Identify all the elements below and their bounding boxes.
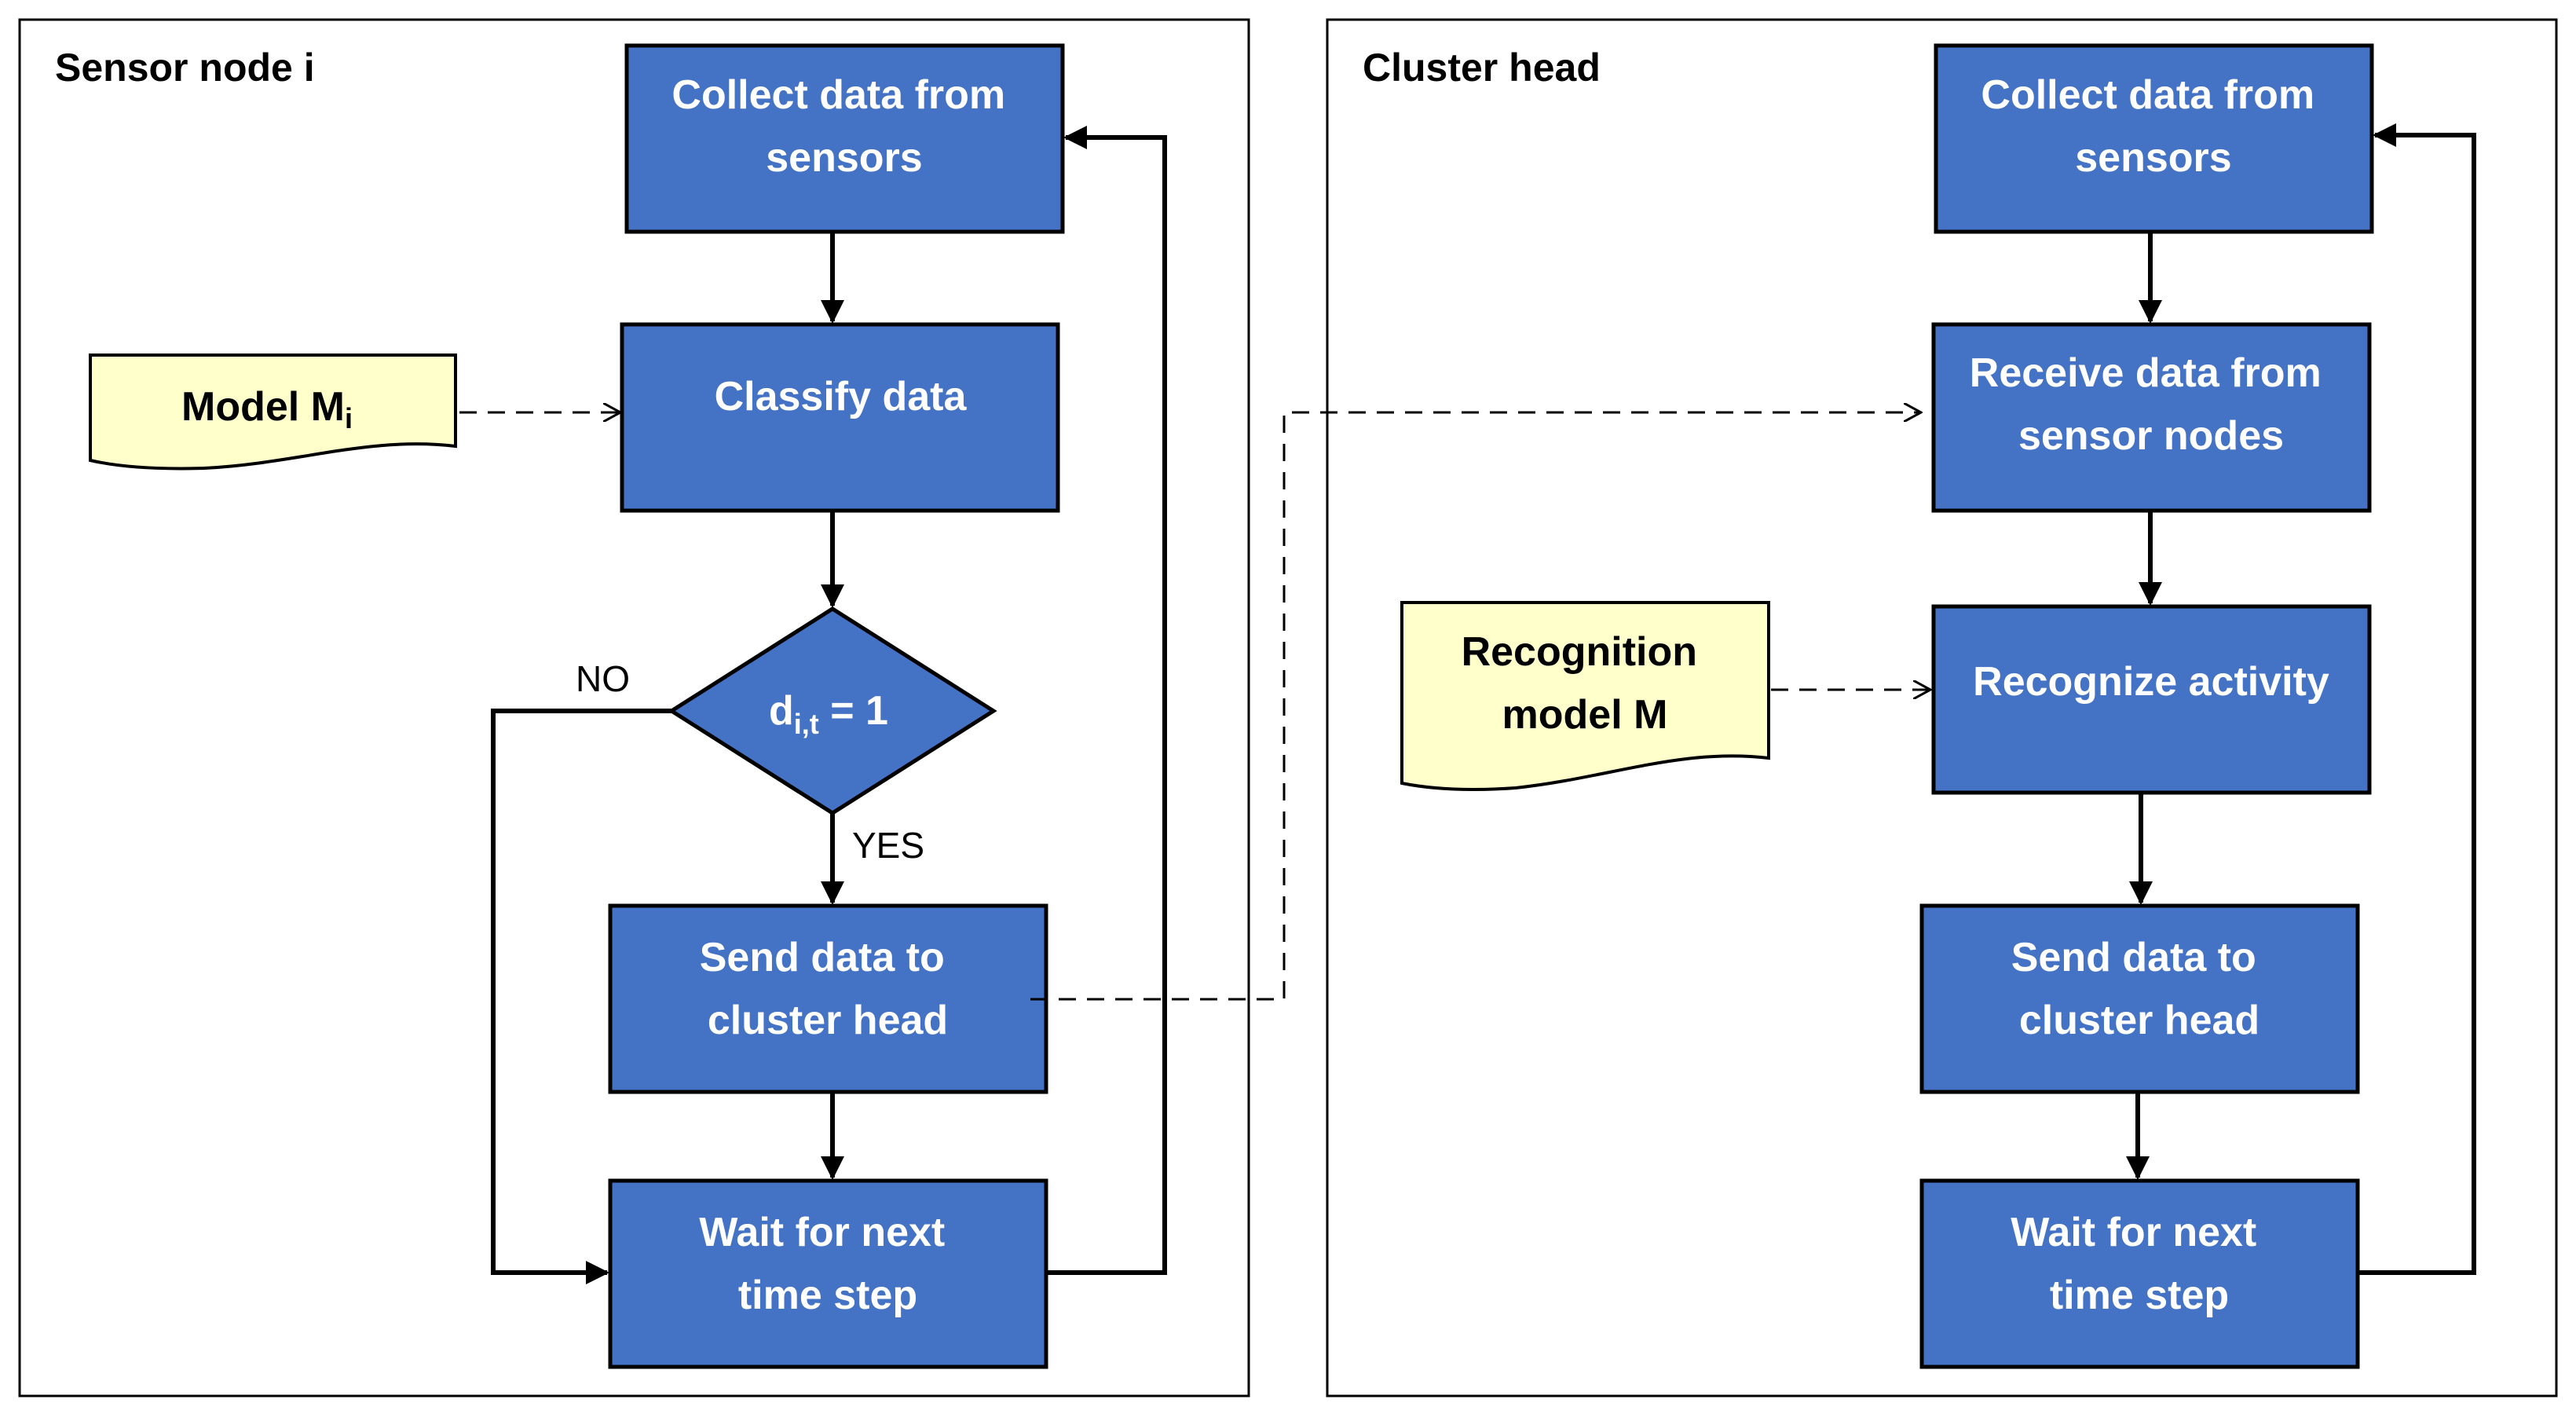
svg-text:Wait for next time ste: Wait for next time step: [2011, 1210, 2267, 1318]
cluster-send-data-line-1: Send data to: [2011, 935, 2256, 980]
svg-text:Recognition model M: Recognition model M: [1462, 629, 1709, 738]
svg-text:Recognize activity: Recognize activity: [1973, 659, 2329, 705]
sensor-wait-line-1: Wait for next: [699, 1210, 945, 1255]
svg-text:Send data to cluster h: Send data to cluster head: [2011, 935, 2267, 1043]
sensor-collect-data-box: Collect data from sensors: [624, 43, 1065, 234]
sensor-node-panel-frame: [18, 18, 1250, 1398]
recognize-activity-box: Recognize activity: [1931, 604, 2372, 795]
receive-data-line-1: Receive data from: [1970, 350, 2322, 396]
cluster-wait-line-2: time step: [2050, 1273, 2229, 1318]
sensor-wait-box: Wait for next time step: [608, 1178, 1048, 1369]
svg-text:Collect data from sens: Collect data from sensors: [1981, 72, 2325, 181]
sensor-send-data-line-2: cluster head: [708, 998, 948, 1043]
recognition-model-line-2: model M: [1502, 692, 1668, 738]
cluster-collect-data-line-2: sensors: [2075, 135, 2231, 181]
sensor-node-panel-title: Sensor node i: [55, 46, 315, 90]
sensor-send-data-line-1: Send data to: [700, 935, 945, 980]
svg-text:Wait for next time ste: Wait for next time step: [699, 1210, 956, 1318]
sensor-collect-data-line-1: Collect data from: [671, 72, 1005, 118]
cluster-collect-data-box: Collect data from sensors: [1934, 43, 2374, 234]
no-branch-label: NO: [576, 658, 630, 699]
cluster-collect-data-line-1: Collect data from: [1981, 72, 2314, 118]
yes-branch-label: YES: [852, 825, 924, 866]
classify-data-box: Classify data: [620, 322, 1060, 513]
svg-text:Collect data from sens: Collect data from sensors: [671, 72, 1016, 181]
sensor-node-panel: Sensor node i Collect data from sensors …: [18, 18, 1250, 1398]
sensor-send-data-box: Send data to cluster head: [608, 903, 1048, 1094]
cluster-send-data-box: Send data to cluster head: [1919, 903, 2360, 1094]
receive-data-box: Receive data from sensor nodes: [1931, 322, 2372, 513]
svg-text:Receive data from sens: Receive data from sensor nodes: [1970, 350, 2333, 459]
arrow-send-to-cluster-receive: [1030, 412, 1921, 1001]
sensor-collect-data-line-2: sensors: [766, 135, 922, 181]
arrow-cluster-wait-loop-back: [2358, 123, 2476, 1275]
recognition-model-document: Recognition model M: [1400, 601, 1770, 792]
decision-diamond: di,t = 1: [668, 606, 997, 815]
recognition-model-line-1: Recognition: [1462, 629, 1697, 675]
cluster-head-panel-title: Cluster head: [1363, 46, 1601, 90]
cluster-wait-box: Wait for next time step: [1919, 1178, 2360, 1369]
arrow-decision-no: [491, 709, 671, 1284]
cluster-send-data-line-2: cluster head: [2019, 998, 2259, 1043]
receive-data-line-2: sensor nodes: [2018, 413, 2284, 459]
sensor-wait-line-2: time step: [738, 1273, 917, 1318]
classify-data-label: Classify data: [715, 374, 968, 419]
cluster-head-panel: Cluster head Collect data from sensors R…: [1326, 18, 2558, 1398]
model-mi-document: Model Mi: [89, 354, 457, 471]
svg-text:Classify data: Classify data: [715, 374, 968, 419]
decision-label: di,t = 1: [769, 688, 888, 740]
arrow-wait-loop-back: [1046, 126, 1167, 1275]
svg-text:Send data to cluster h: Send data to cluster head: [700, 935, 956, 1043]
cluster-head-panel-frame: [1326, 18, 2558, 1398]
cluster-wait-line-1: Wait for next: [2011, 1210, 2256, 1255]
model-mi-label: Model Mi: [181, 384, 353, 434]
recognize-activity-label: Recognize activity: [1973, 659, 2329, 705]
